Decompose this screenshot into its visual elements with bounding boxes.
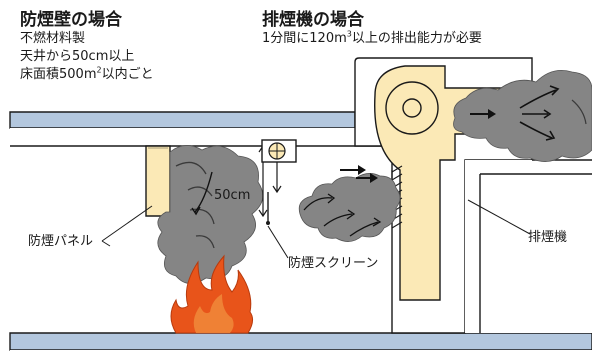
leader-lines: [101, 199, 531, 259]
left-line-1: 不燃材料製: [20, 31, 86, 46]
building-ceiling: [9, 111, 392, 147]
smoke-screen-roller: [261, 139, 297, 194]
left-line-3: 床面積500m2以内ごと: [20, 65, 154, 82]
left-title: 防煙壁の場合: [20, 10, 122, 30]
right-line-1: 1分間に120m3以上の排出能力が必要: [262, 29, 482, 46]
right-title: 排煙機の場合: [262, 10, 364, 30]
building-floor: [9, 332, 592, 357]
smoke-panel: [145, 145, 171, 217]
exhaust-smoke: [453, 69, 592, 162]
dimension-label: 50cm: [214, 188, 251, 203]
smoke-flow: [266, 165, 401, 242]
screen-label: 防煙スクリーン: [288, 256, 379, 271]
exhaust-label: 排煙機: [528, 230, 568, 245]
panel-label: 防煙パネル: [28, 234, 94, 249]
smoke-column: [157, 145, 264, 284]
fire-icon: [170, 254, 254, 334]
left-line-2: 天井から50cm以上: [20, 49, 135, 64]
